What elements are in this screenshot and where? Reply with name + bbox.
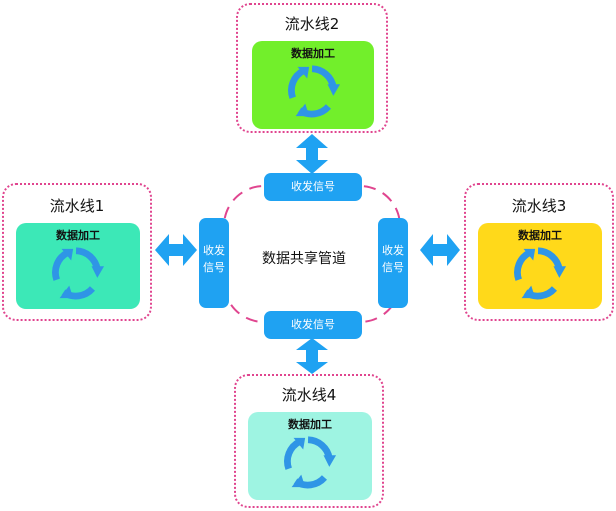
- double-arrow-left: [155, 234, 197, 266]
- process-box-1: 数据加工: [16, 223, 140, 309]
- signal-right-line2: 信号: [382, 261, 404, 274]
- cycle-icon: [280, 434, 338, 492]
- process-title-3: 数据加工: [518, 229, 562, 242]
- double-arrow-bottom: [296, 338, 328, 374]
- pipeline-4: 流水线4 数据加工: [234, 374, 384, 508]
- pipeline-4-title: 流水线4: [281, 386, 337, 404]
- process-box-2: 数据加工: [252, 41, 374, 129]
- pipeline-2: 流水线2 数据加工: [236, 3, 388, 133]
- pipeline-3-title: 流水线3: [511, 197, 567, 215]
- double-arrow-right: [420, 234, 460, 266]
- cycle-icon: [510, 245, 568, 303]
- process-box-3: 数据加工: [478, 223, 602, 309]
- process-title-1: 数据加工: [56, 229, 100, 242]
- shared-pipe-label: 数据共享管道: [262, 251, 346, 267]
- pipeline-1-title: 流水线1: [49, 197, 105, 215]
- pipeline-1: 流水线1 数据加工: [2, 183, 152, 321]
- signal-left: 收发 信号: [199, 218, 229, 308]
- signal-right: 收发 信号: [378, 218, 408, 308]
- signal-top: 收发信号: [264, 173, 362, 201]
- process-box-4: 数据加工: [248, 412, 372, 500]
- cycle-icon: [48, 245, 106, 303]
- process-title-2: 数据加工: [291, 47, 335, 60]
- signal-left-line1: 收发: [203, 244, 225, 257]
- pipeline-2-title: 流水线2: [284, 15, 340, 33]
- process-title-4: 数据加工: [288, 418, 332, 431]
- signal-bottom: 收发信号: [264, 311, 362, 339]
- signal-right-line1: 收发: [382, 244, 404, 257]
- cycle-icon: [284, 63, 342, 121]
- signal-left-line2: 信号: [203, 261, 225, 274]
- pipeline-3: 流水线3 数据加工: [464, 183, 614, 321]
- double-arrow-top: [296, 134, 328, 174]
